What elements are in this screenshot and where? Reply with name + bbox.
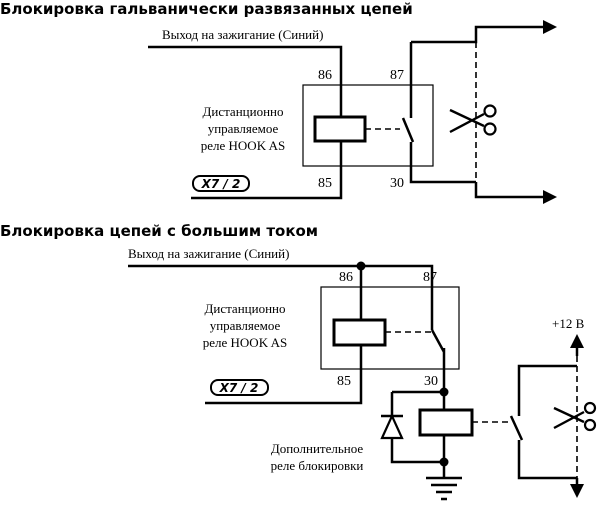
ground-icon xyxy=(426,476,462,501)
section1-ignition-label: Выход на зажигание (Синий) xyxy=(162,27,323,42)
section1-ground-wire xyxy=(191,141,343,200)
section2-arrow-up xyxy=(570,334,584,348)
section1-pin-85: 85 xyxy=(318,176,332,191)
section2-aux-top-wire xyxy=(392,390,446,410)
section1-pin-30: 30 xyxy=(390,176,404,191)
section1-cut-line-bottom xyxy=(474,182,545,199)
section2-connector-label: X7 / 2 xyxy=(219,381,259,395)
section2-aux-relay-coil xyxy=(418,408,474,437)
section2-pin-87: 87 xyxy=(423,270,437,285)
section2-aux-switch xyxy=(509,364,577,480)
section2-relay-coil xyxy=(332,318,387,347)
section1-title: Блокировка гальванически развязанных цеп… xyxy=(0,0,413,18)
section1-arrow-bottom xyxy=(543,190,557,204)
section2-junction-ground xyxy=(439,457,449,467)
section1-pin-87: 87 xyxy=(390,68,404,83)
section1-connector-badge xyxy=(192,175,250,192)
section2-relay-label-2: управляемое xyxy=(210,318,281,333)
section2-aux-label-2: реле блокировки xyxy=(271,458,364,473)
diode-icon xyxy=(380,413,404,440)
section2-relay-label-1: Дистанционно xyxy=(205,301,286,316)
scissors-icon xyxy=(553,401,597,432)
section1-relay-label-1: Дистанционно xyxy=(203,104,284,119)
section1-pin-86: 86 xyxy=(318,68,332,83)
section2-relay-label-3: реле HOOK AS xyxy=(203,335,287,350)
section2-aux-label-1: Дополнительное xyxy=(271,441,364,456)
section2-relay-box xyxy=(320,286,460,370)
section1-cut-line-top xyxy=(411,25,545,44)
section1-ignition-wire xyxy=(148,45,343,117)
section2-pin-85: 85 xyxy=(337,374,351,389)
section1-arrow-top xyxy=(543,20,557,34)
section2-arrow-down xyxy=(570,484,584,498)
section2-switch-contact xyxy=(430,329,446,392)
section1-relay-coil xyxy=(313,115,367,143)
section2-pin-30: 30 xyxy=(424,374,438,389)
scissors-icon xyxy=(449,104,497,136)
section2-power-label: +12 В xyxy=(552,316,585,331)
section1-connector-label: X7 / 2 xyxy=(201,177,241,191)
section2-pin-86: 86 xyxy=(339,270,353,285)
section2-connector-badge xyxy=(210,379,269,396)
section1-relay-label-2: управляемое xyxy=(208,121,279,136)
section2-ignition-wire xyxy=(128,264,434,330)
section2-ignition-label: Выход на зажигание (Синий) xyxy=(128,246,289,261)
section1-relay-box xyxy=(302,84,434,167)
section2-ground-wire xyxy=(205,345,363,405)
section2-title: Блокировка цепей с большим током xyxy=(0,222,318,240)
section1-relay-label-3: реле HOOK AS xyxy=(201,138,285,153)
section1-switch-contact xyxy=(401,42,476,184)
